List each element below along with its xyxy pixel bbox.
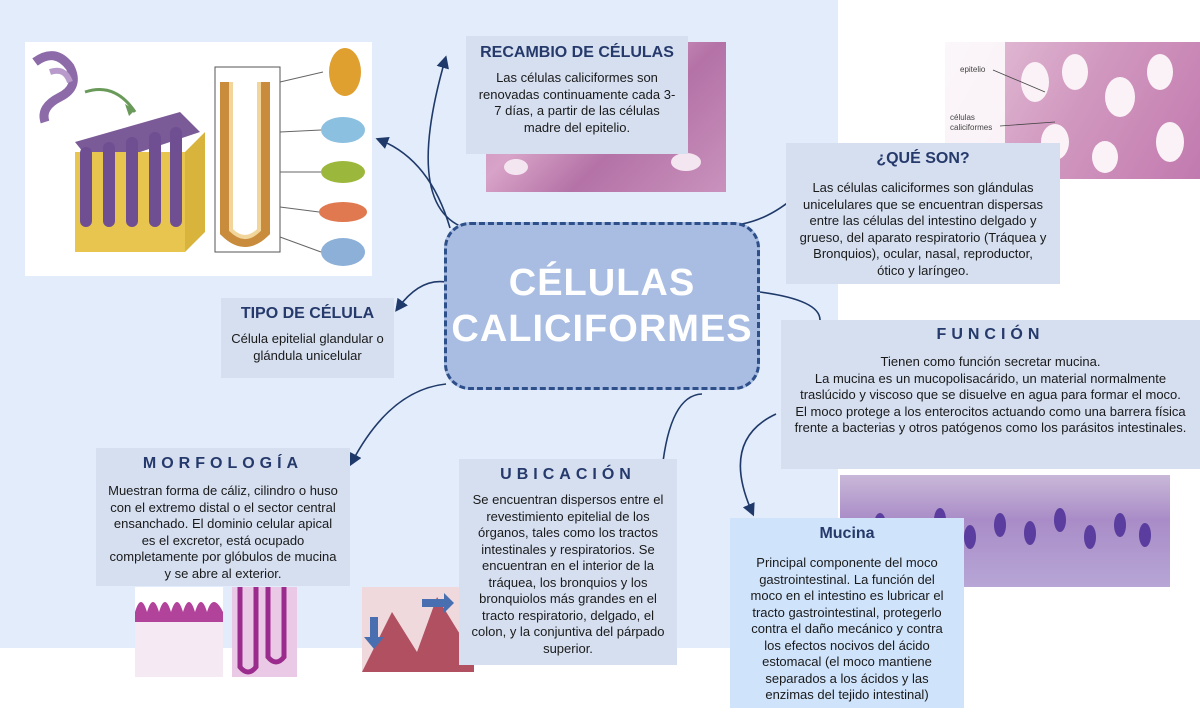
recambio-text: Las células caliciformes son renovadas c… (478, 70, 676, 135)
funcion-title: FUNCIÓN (936, 326, 1045, 343)
ubicacion-histology-image (362, 587, 474, 672)
central-title-line2: CALICIFORMES (451, 308, 753, 350)
funcion-text-1: Tienen como función secretar mucina. (880, 354, 1101, 369)
morfologia-text: Muestran forma de cáliz, cilindro o huso… (108, 483, 338, 581)
funcion-text-3: El moco protege a los enterocitos actuan… (794, 403, 1187, 436)
funcion-box: FUNCIÓN Tienen como función secretar muc… (781, 320, 1200, 469)
recambio-title: RECAMBIO DE CÉLULAS (480, 44, 674, 61)
morfologia-image-1 (135, 587, 223, 677)
micro-label-caliciformes: caliciformes (950, 123, 992, 132)
micro-label-epitelio: epitelio (960, 65, 986, 74)
morfologia-title: MORFOLOGÍA (142, 455, 304, 472)
morfologia-box: MORFOLOGÍA Muestran forma de cáliz, cili… (96, 448, 350, 586)
central-title-node: CÉLULAS CALICIFORMES (444, 222, 760, 390)
recambio-box: RECAMBIO DE CÉLULAS Las células calicifo… (466, 36, 688, 154)
mucina-box: Mucina Principal componente del moco gas… (730, 518, 964, 708)
epitelio-micrograph: epitelio células caliciformes (945, 42, 1200, 179)
mucina-title: Mucina (819, 525, 875, 542)
tipo-title: TIPO DE CÉLULA (240, 305, 375, 322)
intestine-anatomy-illustration (25, 42, 372, 276)
tipo-text: Célula epitelial glandular o glándula un… (231, 331, 384, 363)
arrow-to-morfologia (349, 383, 447, 467)
que-son-title: ¿QUÉ SON? (876, 150, 970, 167)
arrow-to-illustration (375, 137, 451, 229)
micro-label-celulas: células (950, 113, 975, 122)
arrow-to-mucina (739, 413, 777, 517)
arrow-to-ubicacion (656, 393, 703, 475)
arrow-to-tipo (395, 280, 447, 312)
morfologia-image-2 (232, 587, 297, 677)
funcion-text-2: La mucina es un mucopolisacárido, un mat… (800, 370, 1181, 403)
mucina-text: Principal componente del moco gastrointe… (750, 555, 944, 702)
que-son-text: Las células caliciformes son glándulas u… (799, 180, 1047, 278)
arrow-to-recambio (427, 55, 461, 227)
ubicacion-box: UBICACIÓN Se encuentran dispersos entre … (459, 459, 677, 665)
que-son-box: ¿QUÉ SON? Las células caliciformes son g… (786, 143, 1060, 284)
ubicacion-text: Se encuentran dispersos entre el revesti… (471, 492, 665, 656)
tipo-box: TIPO DE CÉLULA Célula epitelial glandula… (221, 298, 394, 378)
ubicacion-title: UBICACIÓN (500, 466, 636, 483)
central-title-line1: CÉLULAS (508, 262, 696, 304)
